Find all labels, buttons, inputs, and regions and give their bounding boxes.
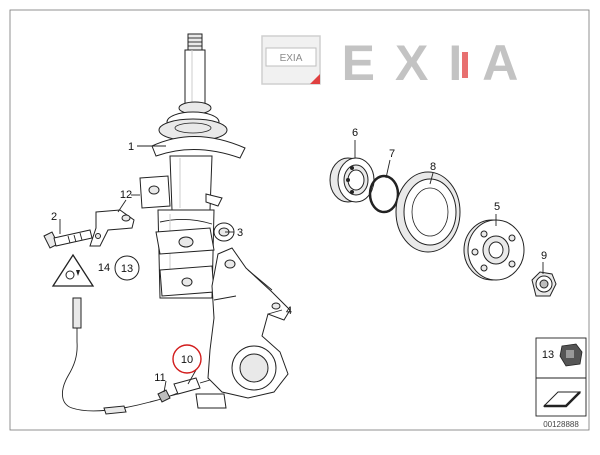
hub-nut <box>531 271 557 297</box>
callout-5: 5 <box>494 201 500 213</box>
diagram-number: 00128888 <box>543 420 579 429</box>
callout-1: 1 <box>128 141 134 153</box>
callout-3: 3 <box>237 227 243 239</box>
strut-assembly <box>139 33 246 299</box>
legend-13: 13 <box>542 349 554 361</box>
watermark-wordmark: EXIA <box>342 35 539 91</box>
callout-9: 9 <box>541 250 547 262</box>
callout-14: 14 <box>98 262 110 274</box>
watermark-badge-text: EXIA <box>280 53 303 64</box>
sensor-bracket <box>89 209 135 247</box>
dust-shield <box>395 171 461 253</box>
watermark-logo: EXIA EXIA <box>261 35 539 91</box>
callout-13: 13 <box>121 263 133 275</box>
callout-13-circle <box>114 255 140 281</box>
callout-2: 2 <box>51 211 57 223</box>
callout-6: 6 <box>352 127 358 139</box>
callout-4: 4 <box>286 305 292 317</box>
callout-10: 10 <box>181 354 193 366</box>
legend-box: 13 <box>535 337 587 417</box>
circlip <box>368 174 400 214</box>
callout-8: 8 <box>430 161 436 173</box>
wheel-hub <box>463 219 525 281</box>
callout-10-highlight <box>172 344 202 374</box>
diagram-frame <box>9 9 590 431</box>
wheel-bearing <box>329 157 375 203</box>
washer-part <box>213 222 235 242</box>
callout-11: 11 <box>154 372 165 384</box>
warning-triangle-icon <box>51 253 95 287</box>
callout-leaders <box>59 140 544 393</box>
steering-knuckle <box>195 247 291 409</box>
sensor-cable <box>62 297 211 415</box>
callout-12: 12 <box>120 189 132 201</box>
callout-7: 7 <box>389 148 395 160</box>
bolt-part <box>43 229 93 249</box>
